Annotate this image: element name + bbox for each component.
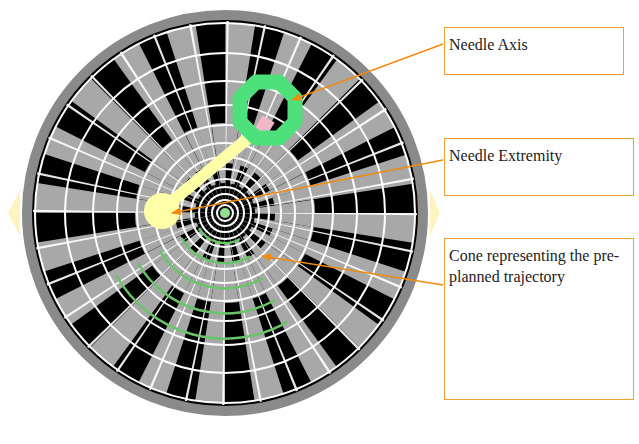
callout-label: Needle Extremity — [449, 145, 627, 166]
callout-box: Cone representing the pre-planned trajec… — [444, 238, 634, 400]
callout-box: Needle Extremity — [444, 138, 634, 196]
callout-label: Needle Axis — [449, 34, 617, 55]
callout-box: Needle Axis — [444, 27, 624, 75]
callout-label: Cone representing the pre-planned trajec… — [449, 245, 627, 287]
